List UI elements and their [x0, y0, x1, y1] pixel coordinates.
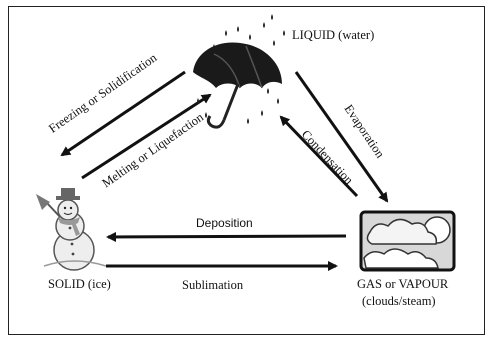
gas-sublabel: (clouds/steam) — [362, 294, 436, 308]
deposition-label: Deposition — [196, 216, 253, 230]
deposition-arrow — [106, 231, 347, 242]
condensation-arrow — [279, 115, 359, 198]
snowman-icon — [36, 188, 107, 271]
clouds-sun-icon — [359, 210, 456, 272]
solid-label: SOLID (ice) — [48, 277, 111, 291]
melting-arrow — [81, 93, 212, 180]
sublimation-label: Sublimation — [182, 278, 244, 292]
umbrella-rain-icon — [193, 14, 285, 129]
evaporation-arrow — [294, 71, 389, 203]
freezing-arrow — [60, 70, 186, 157]
liquid-label: LIQUID (water) — [292, 28, 375, 42]
gas-label: GAS or VAPOUR — [357, 277, 449, 291]
